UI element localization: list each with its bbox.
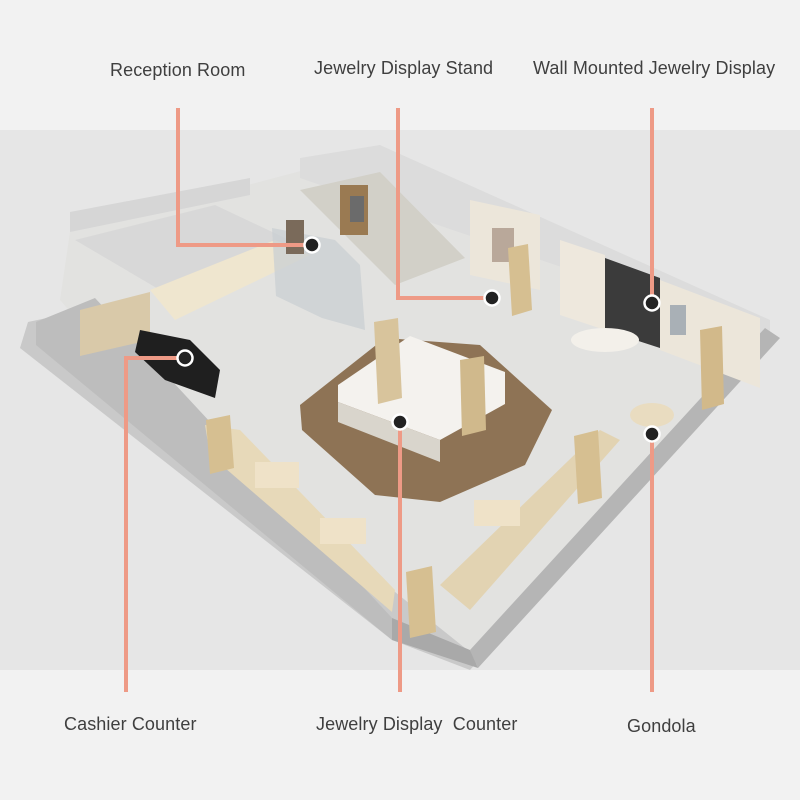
- label-wall-mounted-jewelry-display: Wall Mounted Jewelry Display: [533, 58, 776, 78]
- callout-line-reception: [176, 108, 312, 247]
- reception-room-artwork: [286, 220, 304, 254]
- gondola-unit: [630, 403, 674, 427]
- sofa-center: [320, 518, 366, 544]
- reception-room-floor: [150, 240, 310, 320]
- jewelry-display-stand-pillar: [508, 244, 532, 316]
- front-cabinet-right: [440, 430, 620, 610]
- cashier-back-wall: [80, 292, 150, 356]
- cashier-counter: [135, 330, 220, 398]
- jewelry-display-counter-front: [338, 402, 440, 462]
- center-pillar-right: [460, 356, 486, 436]
- bar-counter: [571, 328, 639, 352]
- wall-mounted-display-panels: [560, 240, 605, 330]
- sofa-left: [255, 462, 299, 488]
- front-pillar-center: [406, 566, 436, 638]
- label-gondola: Gondola: [627, 716, 696, 736]
- vip-room-artwork: [350, 196, 364, 222]
- callout-line-cashier: [124, 356, 185, 692]
- front-pillar-right: [574, 430, 602, 504]
- marker-cashier: [176, 349, 194, 367]
- marker-reception: [303, 236, 321, 254]
- label-cashier-counter: Cashier Counter: [64, 714, 197, 734]
- label-jewelry-display-counter: Jewelry Display Counter: [316, 714, 518, 734]
- right-pillar: [700, 326, 724, 410]
- marker-gondola: [643, 425, 661, 443]
- callout-lines: [124, 108, 654, 692]
- callout-line-stand: [396, 108, 492, 300]
- wall-mounted-display: [605, 258, 660, 348]
- sofa-right: [474, 500, 520, 526]
- back-room-block: [75, 205, 300, 290]
- back-wall-left: [70, 178, 250, 232]
- front-right-wall: [470, 328, 780, 668]
- marker-counter: [391, 413, 409, 431]
- callout-markers: [176, 236, 661, 443]
- center-pillar-left: [374, 318, 402, 404]
- marker-stand: [483, 289, 501, 307]
- front-pillar-left: [206, 415, 234, 474]
- front-cabinet-left: [205, 425, 395, 612]
- label-reception-room: Reception Room: [110, 60, 246, 80]
- wall-photo-right: [670, 305, 686, 335]
- marker-wall: [643, 294, 661, 312]
- label-jewelry-display-stand: Jewelry Display Stand: [314, 58, 494, 78]
